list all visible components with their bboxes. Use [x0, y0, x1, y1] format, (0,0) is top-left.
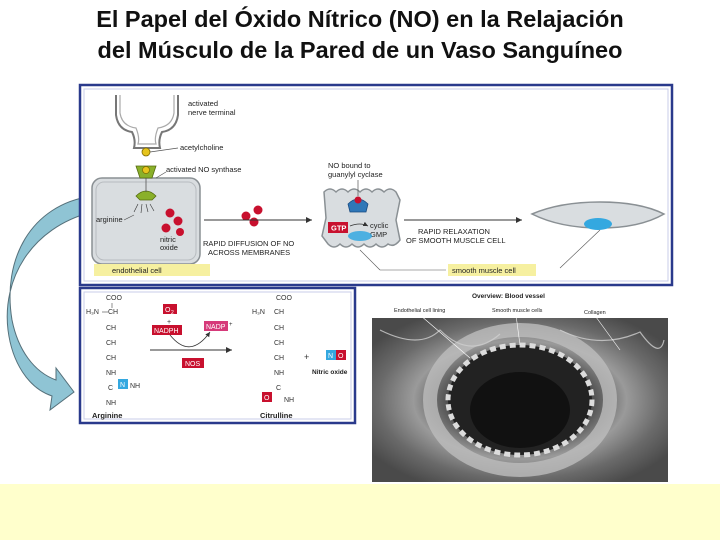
label-nitric: nitric	[160, 235, 176, 244]
no-molecules-inner	[161, 208, 184, 236]
svg-text:N: N	[120, 382, 125, 389]
muscle-nucleus-shape	[584, 218, 612, 230]
label-of-smooth-muscle-cell: OF SMOOTH MUSCLE CELL	[406, 236, 506, 245]
svg-text:NH: NH	[130, 383, 140, 390]
svg-text:2: 2	[171, 310, 174, 316]
arg-n-box	[118, 379, 128, 389]
gtp-box	[328, 222, 348, 233]
arg-ch2-chain: CH CH CH	[106, 325, 116, 362]
footer-band	[0, 484, 720, 540]
svg-text:CH: CH	[106, 325, 116, 332]
svg-text:NADPH: NADPH	[154, 328, 179, 335]
svg-text:CH: CH	[274, 340, 284, 347]
nadph-box	[152, 325, 182, 335]
label-smooth-muscle-cells: Smooth muscle cells	[492, 308, 543, 314]
curved-arrow-icon	[6, 195, 93, 412]
svg-text:NADP: NADP	[206, 324, 226, 331]
cit-ch2-chain: CH CH CH	[274, 325, 284, 362]
relaxed-muscle-cell-shape	[530, 201, 666, 229]
slide-title-line-2: del Músculo de la Pared de un Vaso Sangu…	[97, 37, 623, 63]
label-collagen: Collagen	[584, 310, 606, 316]
svg-text:CH: CH	[106, 340, 116, 347]
label-activated-no-synthase: activated NO synthase	[166, 165, 241, 174]
cit-h3n: H₃N	[252, 309, 265, 316]
svg-text:O: O	[264, 395, 270, 402]
reaction-panel: COO H₃N CH CH CH CH NH C N NH NH Arginin…	[78, 286, 357, 425]
nos-box	[182, 358, 204, 368]
label-nitric-oxide-product: Nitric oxide	[312, 369, 348, 376]
micrograph-panel: Overview: Blood vessel Endothelial cell …	[372, 293, 668, 482]
svg-text:O: O	[338, 353, 344, 360]
label-citrulline: Citrulline	[260, 411, 293, 420]
arg-ch: CH	[108, 309, 118, 316]
smooth-muscle-label-box	[448, 264, 536, 276]
svg-text:NOS: NOS	[185, 361, 201, 368]
label-gmp: GMP	[370, 230, 387, 239]
label-rapid-diffusion: RAPID DIFFUSION OF NO	[203, 239, 294, 248]
cit-coo: COO	[276, 295, 293, 302]
no-n-box	[326, 350, 336, 360]
no-synthase-shape	[135, 190, 157, 201]
arg-h3n: H₃N	[86, 309, 99, 316]
label-endothelial-cell: endothelial cell	[112, 266, 162, 275]
arg-nh2: NH	[106, 400, 116, 407]
label-across-membranes: ACROSS MEMBRANES	[208, 248, 290, 257]
label-rapid-relaxation: RAPID RELAXATION	[418, 227, 490, 236]
label-acetylcholine: acetylcholine	[180, 143, 223, 152]
label-arginine-reaction: Arginine	[92, 411, 122, 420]
label-guanylyl-cyclase: guanylyl cyclase	[328, 170, 383, 179]
label-smooth-muscle-cell: smooth muscle cell	[452, 266, 516, 275]
svg-text:NH: NH	[274, 370, 284, 377]
svg-text:CH: CH	[274, 325, 284, 332]
svg-text:CH: CH	[274, 355, 284, 362]
arg-c: C	[108, 385, 113, 392]
svg-text:O: O	[165, 307, 171, 314]
svg-text:+: +	[304, 352, 309, 362]
endothelial-label-box	[94, 264, 210, 276]
arg-nh: NH	[106, 370, 116, 377]
svg-text:NH: NH	[284, 397, 294, 404]
slide-title: El Papel del Óxido Nítrico (NO) en la Re…	[0, 4, 720, 66]
label-gtp: GTP	[331, 224, 346, 233]
label-overview: Overview: Blood vessel	[472, 293, 545, 300]
label-oxide: oxide	[160, 243, 178, 252]
cofactor-plus: +	[167, 319, 171, 326]
label-arginine: arginine	[96, 215, 123, 224]
label-nerve-terminal: nerve terminal	[188, 108, 236, 117]
svg-text:C: C	[276, 385, 281, 392]
svg-text:N: N	[328, 353, 333, 360]
svg-text:CH: CH	[274, 309, 284, 316]
nadp-box	[204, 321, 228, 331]
arg-coo: COO	[106, 295, 123, 302]
guanylyl-cyclase-shape	[347, 198, 369, 213]
acetylcholine-dot	[141, 147, 151, 157]
no-o-box	[336, 350, 346, 360]
cit-o-box	[262, 392, 272, 402]
label-no-bound: NO bound to	[328, 161, 371, 170]
slide-title-line-1: El Papel del Óxido Nítrico (NO) en la Re…	[96, 6, 624, 32]
no-pathway-panel: activated nerve terminal acetylcholine a…	[78, 83, 674, 287]
label-endothelial-lining: Endothelial cell lining	[394, 308, 445, 314]
svg-text:+: +	[229, 322, 233, 328]
label-activated: activated	[188, 99, 218, 108]
o2-box	[163, 304, 177, 314]
label-cyclic: cyclic	[370, 221, 389, 230]
svg-text:CH: CH	[106, 355, 116, 362]
